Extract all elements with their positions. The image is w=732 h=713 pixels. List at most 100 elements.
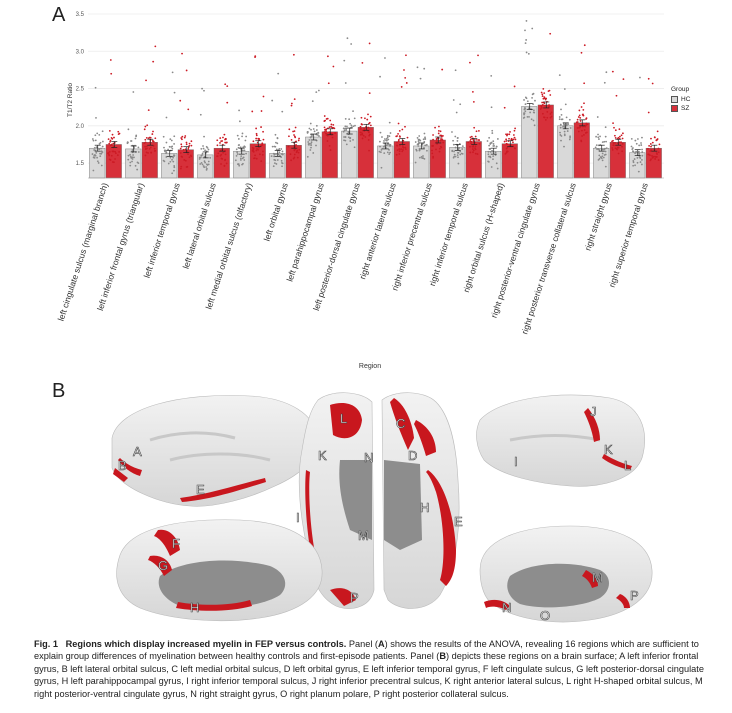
data-point bbox=[422, 155, 424, 157]
data-point bbox=[513, 136, 516, 139]
legend-swatch-hc bbox=[671, 96, 678, 103]
data-point bbox=[342, 130, 345, 133]
data-point bbox=[566, 130, 569, 132]
bar-sz bbox=[177, 149, 194, 179]
data-point bbox=[252, 140, 255, 143]
data-point bbox=[452, 156, 455, 159]
data-point bbox=[438, 150, 441, 153]
data-point bbox=[559, 123, 562, 126]
data-point bbox=[565, 116, 568, 119]
data-point bbox=[216, 155, 218, 158]
data-point bbox=[118, 151, 121, 153]
data-point bbox=[476, 153, 479, 155]
data-point bbox=[503, 140, 506, 143]
data-point bbox=[632, 161, 635, 164]
data-point bbox=[110, 72, 113, 75]
data-point bbox=[398, 144, 401, 147]
data-point bbox=[440, 146, 443, 149]
left-lateral-view bbox=[111, 395, 319, 507]
data-point bbox=[577, 116, 580, 118]
data-point bbox=[162, 135, 165, 138]
data-point bbox=[545, 97, 548, 100]
data-point bbox=[579, 116, 582, 119]
data-point bbox=[459, 153, 462, 156]
bar-sz bbox=[321, 131, 338, 179]
data-point bbox=[154, 137, 157, 140]
data-point bbox=[324, 132, 327, 135]
data-point bbox=[190, 144, 193, 147]
data-point bbox=[528, 115, 530, 118]
data-point bbox=[308, 143, 310, 146]
data-point bbox=[130, 157, 133, 159]
data-point bbox=[598, 154, 601, 157]
data-point bbox=[389, 143, 392, 146]
data-point bbox=[388, 153, 391, 156]
data-point bbox=[111, 137, 114, 140]
data-point bbox=[343, 129, 346, 132]
data-point bbox=[328, 126, 331, 129]
data-point bbox=[477, 54, 479, 57]
data-point bbox=[180, 143, 183, 146]
data-point bbox=[478, 139, 481, 141]
data-point bbox=[94, 86, 97, 89]
data-point bbox=[492, 143, 495, 145]
data-point bbox=[224, 138, 226, 141]
data-point bbox=[298, 137, 300, 140]
data-point bbox=[131, 158, 134, 160]
data-point bbox=[354, 124, 356, 127]
data-point bbox=[150, 151, 153, 154]
data-point bbox=[224, 141, 227, 144]
data-point bbox=[455, 111, 458, 114]
region-label: I bbox=[296, 510, 300, 525]
data-point bbox=[309, 122, 312, 125]
data-point bbox=[201, 163, 204, 166]
data-point bbox=[559, 126, 562, 129]
data-point bbox=[504, 152, 507, 155]
data-point bbox=[583, 44, 586, 47]
data-point bbox=[383, 138, 386, 140]
data-point bbox=[287, 145, 290, 148]
data-point bbox=[540, 91, 543, 94]
data-point bbox=[346, 37, 349, 40]
data-point bbox=[398, 148, 401, 151]
data-point bbox=[597, 133, 599, 136]
data-point bbox=[165, 141, 168, 144]
data-point bbox=[309, 136, 312, 139]
data-point bbox=[361, 62, 364, 64]
data-point bbox=[295, 143, 297, 146]
data-point bbox=[169, 160, 172, 163]
data-point bbox=[93, 149, 96, 151]
data-point bbox=[650, 158, 652, 161]
data-point bbox=[492, 158, 494, 161]
data-point bbox=[313, 130, 316, 133]
data-point bbox=[360, 123, 363, 125]
data-point bbox=[526, 115, 529, 118]
inferior-view bbox=[298, 392, 460, 609]
data-point bbox=[396, 135, 399, 137]
data-point bbox=[622, 132, 624, 135]
data-point bbox=[505, 140, 508, 142]
data-point bbox=[492, 140, 495, 143]
data-point bbox=[129, 161, 132, 164]
data-point bbox=[100, 164, 103, 167]
data-point bbox=[188, 142, 191, 145]
data-point bbox=[569, 135, 572, 138]
data-point bbox=[294, 145, 297, 148]
data-point bbox=[238, 144, 241, 146]
data-point bbox=[459, 103, 462, 106]
data-point bbox=[525, 39, 528, 41]
data-point bbox=[549, 113, 552, 115]
data-point bbox=[617, 152, 620, 155]
data-point bbox=[251, 110, 254, 113]
data-point bbox=[257, 148, 260, 151]
data-point bbox=[311, 100, 314, 103]
region-label: P bbox=[630, 588, 639, 603]
region-label: D bbox=[408, 448, 417, 463]
data-point bbox=[402, 146, 405, 149]
data-point bbox=[114, 150, 117, 153]
data-point bbox=[454, 135, 457, 138]
data-point bbox=[560, 113, 563, 116]
data-point bbox=[236, 151, 239, 154]
data-point bbox=[99, 152, 101, 155]
data-point bbox=[604, 126, 607, 129]
